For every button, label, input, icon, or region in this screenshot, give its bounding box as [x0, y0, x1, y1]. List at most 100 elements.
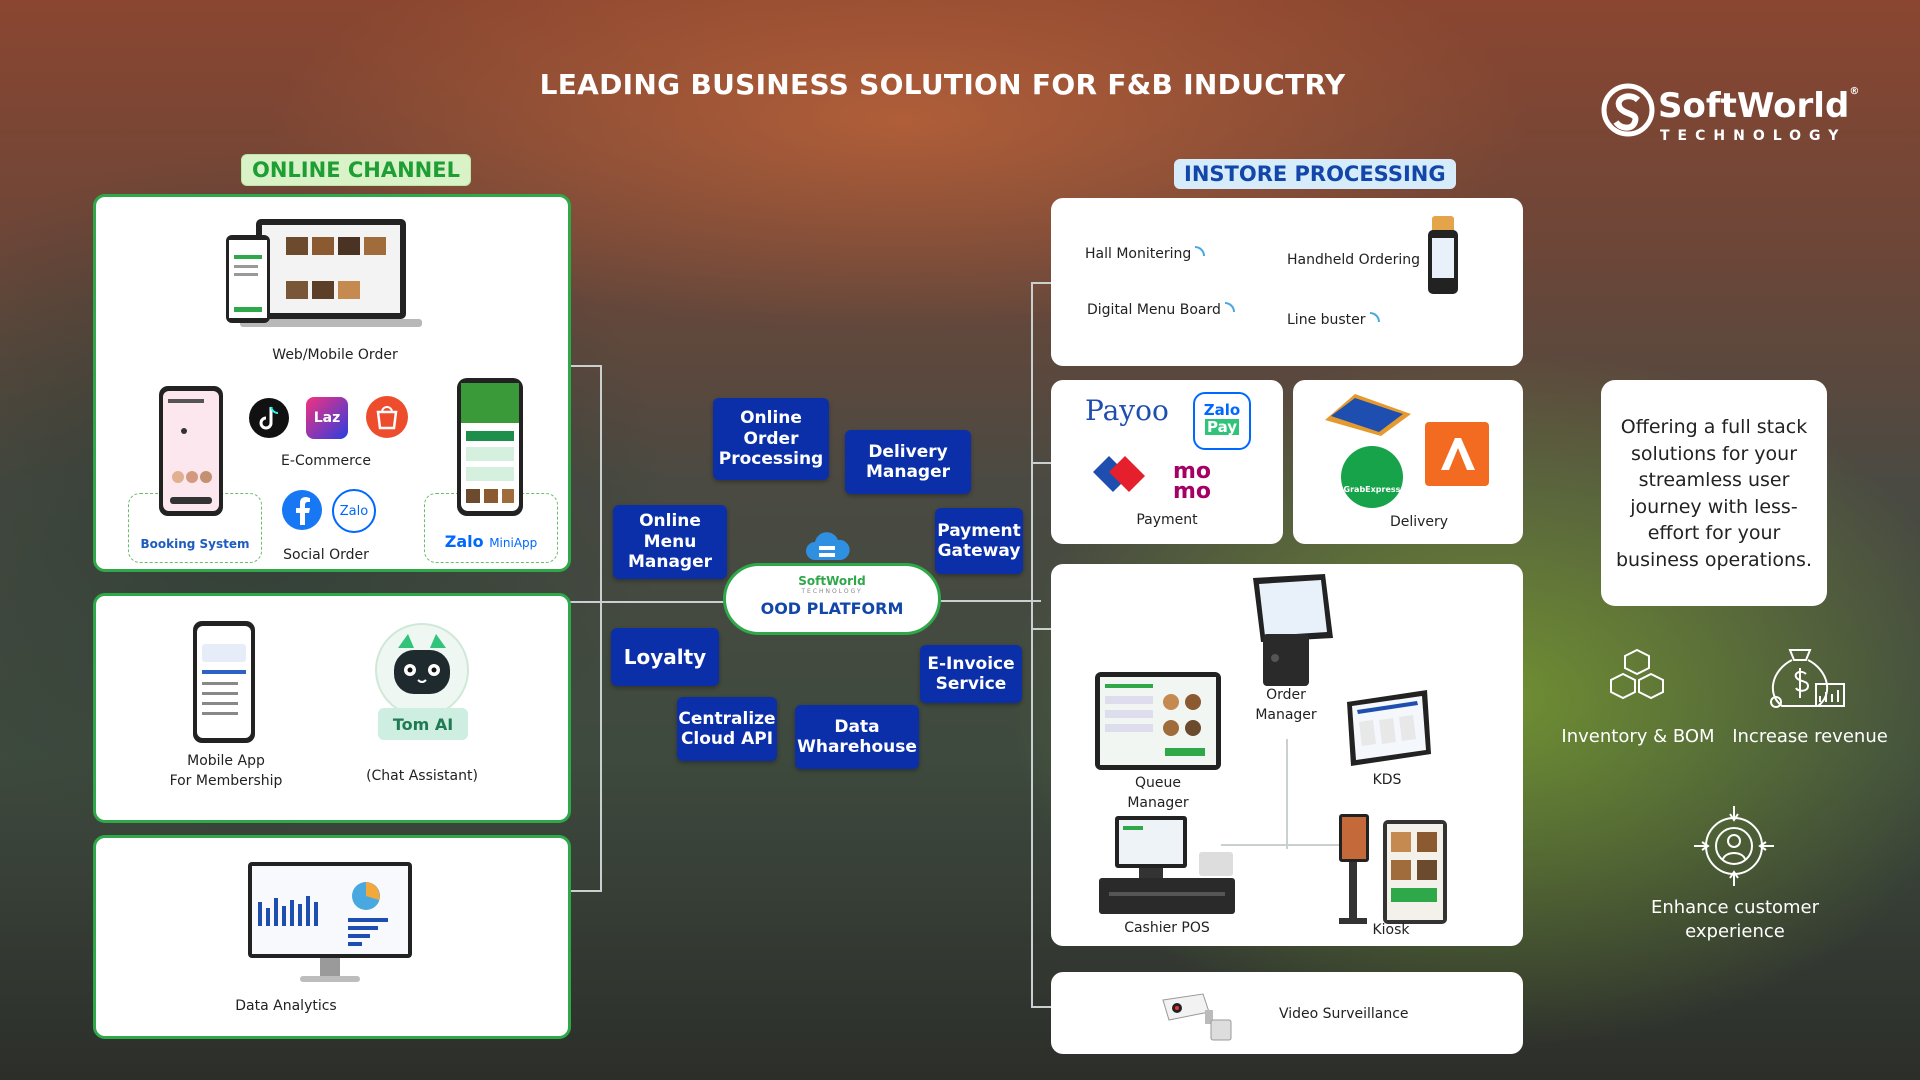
e-commerce-label: E-Commerce [281, 453, 371, 469]
delivery-panel: GrabExpress Delivery [1293, 380, 1523, 544]
digital-menu-board-label: Digital Menu Board [1087, 302, 1235, 318]
zalo-miniapp-brand: Zalo [444, 532, 484, 551]
mobile-app-line2: For Membership [169, 772, 283, 789]
lazada-icon: Laz [306, 397, 348, 439]
queue-manager-line2: Manager [1127, 794, 1189, 811]
order-manager-device-icon [1253, 574, 1333, 686]
zalopay-line1: Zalo [1203, 401, 1241, 419]
wifi-icon [1224, 302, 1235, 312]
zalo-miniapp-suffix: MiniApp [489, 536, 538, 550]
wifi-icon [1195, 246, 1206, 256]
module-centralize-cloud-api: Centralize Cloud API [677, 697, 777, 761]
momo-line1: mo [1173, 459, 1212, 484]
kiosk-icon [1339, 814, 1447, 924]
kds-screen-icon [1347, 690, 1431, 766]
membership-phone-icon [193, 621, 255, 743]
social-order-label: Social Order [283, 547, 369, 563]
softworld-logo-icon [1601, 83, 1655, 137]
video-surveillance-panel: Video Surveillance [1051, 972, 1523, 1054]
logo-registered: ® [1849, 86, 1860, 97]
inventory-bom-label: Inventory & BOM [1561, 726, 1715, 747]
zalo-miniapp-label: Zalo MiniApp [424, 532, 558, 551]
wifi-icon [1369, 312, 1380, 322]
analytics-monitor-icon [248, 862, 412, 982]
queue-manager-line1: Queue [1135, 775, 1181, 791]
target-user-icon [1694, 806, 1774, 886]
digital-menu-board-text: Digital Menu Board [1087, 302, 1221, 318]
online-channel-heading: ONLINE CHANNEL [241, 154, 471, 186]
tiktok-icon [249, 398, 289, 438]
shopee-icon [366, 396, 408, 438]
mobile-app-line1: Mobile App [187, 753, 265, 769]
line-buster-text: Line buster [1287, 312, 1366, 328]
delivery-label: Delivery [1389, 514, 1449, 530]
handheld-device-icon [1428, 216, 1458, 294]
hall-monitoring-text: Hall Monitering [1085, 246, 1192, 262]
chat-assistant-label: (Chat Assistant) [366, 768, 478, 784]
order-manager-line2: Manager [1255, 706, 1317, 723]
tom-ai-robot-icon [375, 623, 469, 717]
page-title: LEADING BUSINESS SOLUTION FOR F&B INDUCT… [539, 68, 1346, 101]
ood-platform-node: SoftWorld TECHNOLOGY OOD PLATFORM [723, 563, 941, 635]
money-bag-icon [1770, 649, 1845, 708]
baemin-delivery-icon [1425, 422, 1489, 486]
delivery-partner-icon [1325, 394, 1411, 436]
platform-name: OOD PLATFORM [760, 599, 904, 618]
video-surveillance-label: Video Surveillance [1279, 1006, 1409, 1022]
logo-brand: SoftWorld [1658, 86, 1850, 126]
enhance-line2: experience [1685, 921, 1785, 943]
module-delivery-manager: Delivery Manager [845, 430, 971, 494]
online-channel-panel: Web/Mobile Order Booking System Laz E-Co… [93, 194, 571, 572]
hall-monitoring-label: Hall Monitering [1085, 246, 1206, 262]
booking-system-label: Booking System [140, 537, 250, 551]
tom-ai-label: Tom AI [378, 708, 468, 740]
queue-manager-tablet-icon [1095, 672, 1221, 770]
increase-revenue-label: Increase revenue [1732, 726, 1888, 747]
handheld-ordering-label: Handheld Ordering [1287, 252, 1421, 268]
module-data-wharehouse: Data Wharehouse [795, 705, 919, 769]
laptop-phone-icon [226, 219, 422, 327]
module-online-order-processing: Online Order Processing [713, 398, 829, 480]
camera-icon [1162, 993, 1232, 1041]
instore-processing-heading: INSTORE PROCESSING [1174, 159, 1456, 189]
cashier-pos-label: Cashier POS [1124, 920, 1210, 936]
module-e-invoice-service: E-Invoice Service [920, 645, 1022, 703]
analytics-panel: Data Analytics [93, 835, 571, 1039]
enhance-customer-label: Enhance customer experience [1640, 896, 1830, 945]
cashier-pos-icon [1099, 816, 1235, 914]
platform-brand: SoftWorld [798, 574, 866, 588]
instore-monitoring-panel: Hall Monitering Digital Menu Board Handh… [1051, 198, 1523, 366]
momo-line2: mo [1173, 478, 1212, 504]
line-buster-label: Line buster [1287, 312, 1380, 328]
payoo-logo: Payoo [1085, 394, 1169, 427]
data-analytics-label: Data Analytics [235, 998, 337, 1014]
kiosk-label: Kiosk [1372, 922, 1410, 938]
cube-stack-icon [1610, 648, 1664, 700]
vnpay-icon [1093, 456, 1145, 492]
module-loyalty: Loyalty [611, 628, 719, 686]
kds-label: KDS [1372, 772, 1402, 788]
logo-subtitle: TECHNOLOGY [1660, 128, 1847, 144]
zalo-miniapp-phone-icon [457, 378, 523, 516]
web-mobile-order-label: Web/Mobile Order [272, 347, 398, 363]
platform-brand-sub: TECHNOLOGY [801, 588, 863, 595]
enhance-line1: Enhance customer [1650, 897, 1820, 918]
offering-card: Offering a full stack solutions for your… [1601, 380, 1827, 606]
cloud-icon [806, 532, 850, 560]
zalopay-line2: Pay [1204, 417, 1240, 436]
grab-express-logo: GrabExpress [1341, 446, 1403, 508]
softworld-logo: SoftWorld® TECHNOLOGY [1600, 82, 1860, 152]
module-online-menu-manager: Online Menu Manager [613, 505, 727, 579]
booking-phone-icon [159, 386, 223, 516]
payment-label: Payment [1136, 512, 1198, 528]
zalo-icon: Zalo [332, 489, 376, 533]
order-manager-line1: Order [1266, 687, 1306, 703]
